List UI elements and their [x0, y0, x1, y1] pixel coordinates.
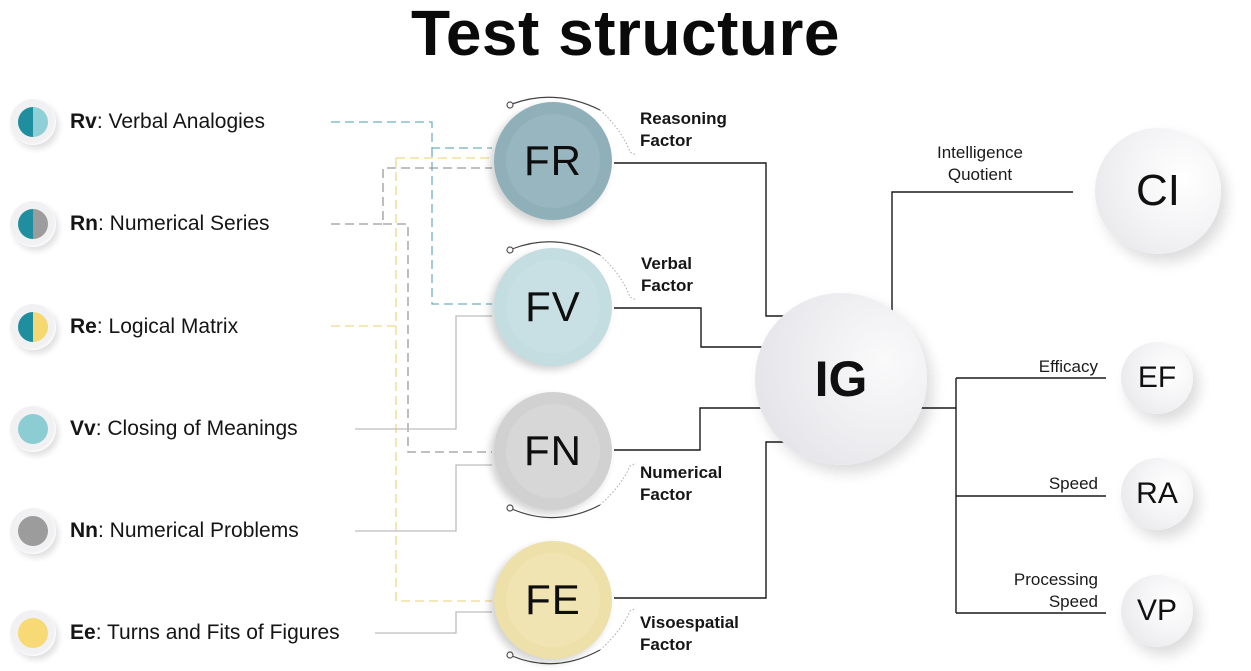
- test-name: Verbal Analogies: [108, 110, 265, 133]
- page-title: Test structure: [410, 0, 841, 69]
- factor-code: FR: [524, 137, 582, 184]
- test-code: Nn: [70, 519, 98, 542]
- test-code: Rv: [70, 110, 97, 133]
- factor-dotted-arcs: [599, 109, 637, 651]
- test-item-ee: Ee: Turns and Fits of Figures: [10, 610, 340, 656]
- link-rn-fr: [331, 167, 492, 225]
- test-badge: [10, 610, 56, 656]
- test-item-nn: Nn: Numerical Problems: [10, 508, 299, 554]
- test-name: Numerical Series: [109, 212, 270, 235]
- test-code: Ee: [70, 621, 96, 644]
- test-item-vv: Vv: Closing of Meanings: [10, 406, 298, 452]
- test-badge: [10, 406, 56, 452]
- output-code: VP: [1136, 594, 1178, 627]
- test-name: Logical Matrix: [108, 315, 239, 338]
- test-code: Vv: [70, 417, 96, 440]
- output-ra: RA: [1121, 458, 1193, 530]
- factor-fe: FE: [494, 541, 612, 659]
- circle-icon: [18, 516, 48, 546]
- factor-arcs: [511, 96, 601, 665]
- half-circle-icon: [18, 209, 48, 239]
- link-solid: [355, 315, 492, 634]
- test-item-rn: Rn: Numerical Series: [10, 201, 270, 247]
- link-rv-fv: [431, 148, 492, 305]
- test-code: Rn: [70, 212, 98, 235]
- general-intelligence-node: IG: [755, 293, 927, 465]
- circle-icon: [18, 618, 48, 648]
- link-re: [331, 157, 492, 602]
- link-rn: [331, 167, 492, 453]
- output-label-ef: Efficacy: [1038, 357, 1098, 376]
- output-label-ra: Speed: [1048, 474, 1098, 493]
- factor-code: FE: [525, 576, 581, 623]
- output-code: EF: [1137, 361, 1177, 394]
- output-ef: EF: [1121, 342, 1193, 414]
- test-item-rv: Rv: Verbal Analogies: [10, 99, 265, 145]
- factor-code: FV: [525, 283, 581, 330]
- test-item-re: Re: Logical Matrix: [10, 304, 238, 350]
- output-vp: VP: [1121, 575, 1193, 647]
- link-nn-fn: [355, 464, 492, 532]
- factor-code: FN: [524, 427, 582, 474]
- output-code: RA: [1136, 477, 1178, 510]
- factor-fr: FR: [494, 102, 612, 220]
- test-name: Turns and Fits of Figures: [106, 621, 340, 644]
- output-code: CI: [1136, 166, 1180, 215]
- test-name: Numerical Problems: [109, 519, 299, 542]
- test-badge: [10, 508, 56, 554]
- circle-icon: [18, 414, 48, 444]
- link-rv: [331, 121, 492, 305]
- output-ci: CI: [1095, 128, 1221, 254]
- link-rn-fn: [383, 223, 492, 453]
- test-badge: [10, 304, 56, 350]
- test-badge: [10, 99, 56, 145]
- link-ee-fe: [375, 611, 492, 634]
- link-rv-fr: [331, 121, 492, 149]
- half-circle-icon: [18, 107, 48, 137]
- factor-fn: FN: [494, 392, 612, 510]
- test-badge: [10, 201, 56, 247]
- link-re-axis: [395, 158, 492, 602]
- test-name: Closing of Meanings: [107, 417, 298, 440]
- general-code: IG: [814, 351, 868, 407]
- test-code: Re: [70, 315, 97, 338]
- half-circle-icon: [18, 312, 48, 342]
- link-vv-fv: [355, 315, 492, 430]
- factor-fv: FV: [494, 248, 612, 366]
